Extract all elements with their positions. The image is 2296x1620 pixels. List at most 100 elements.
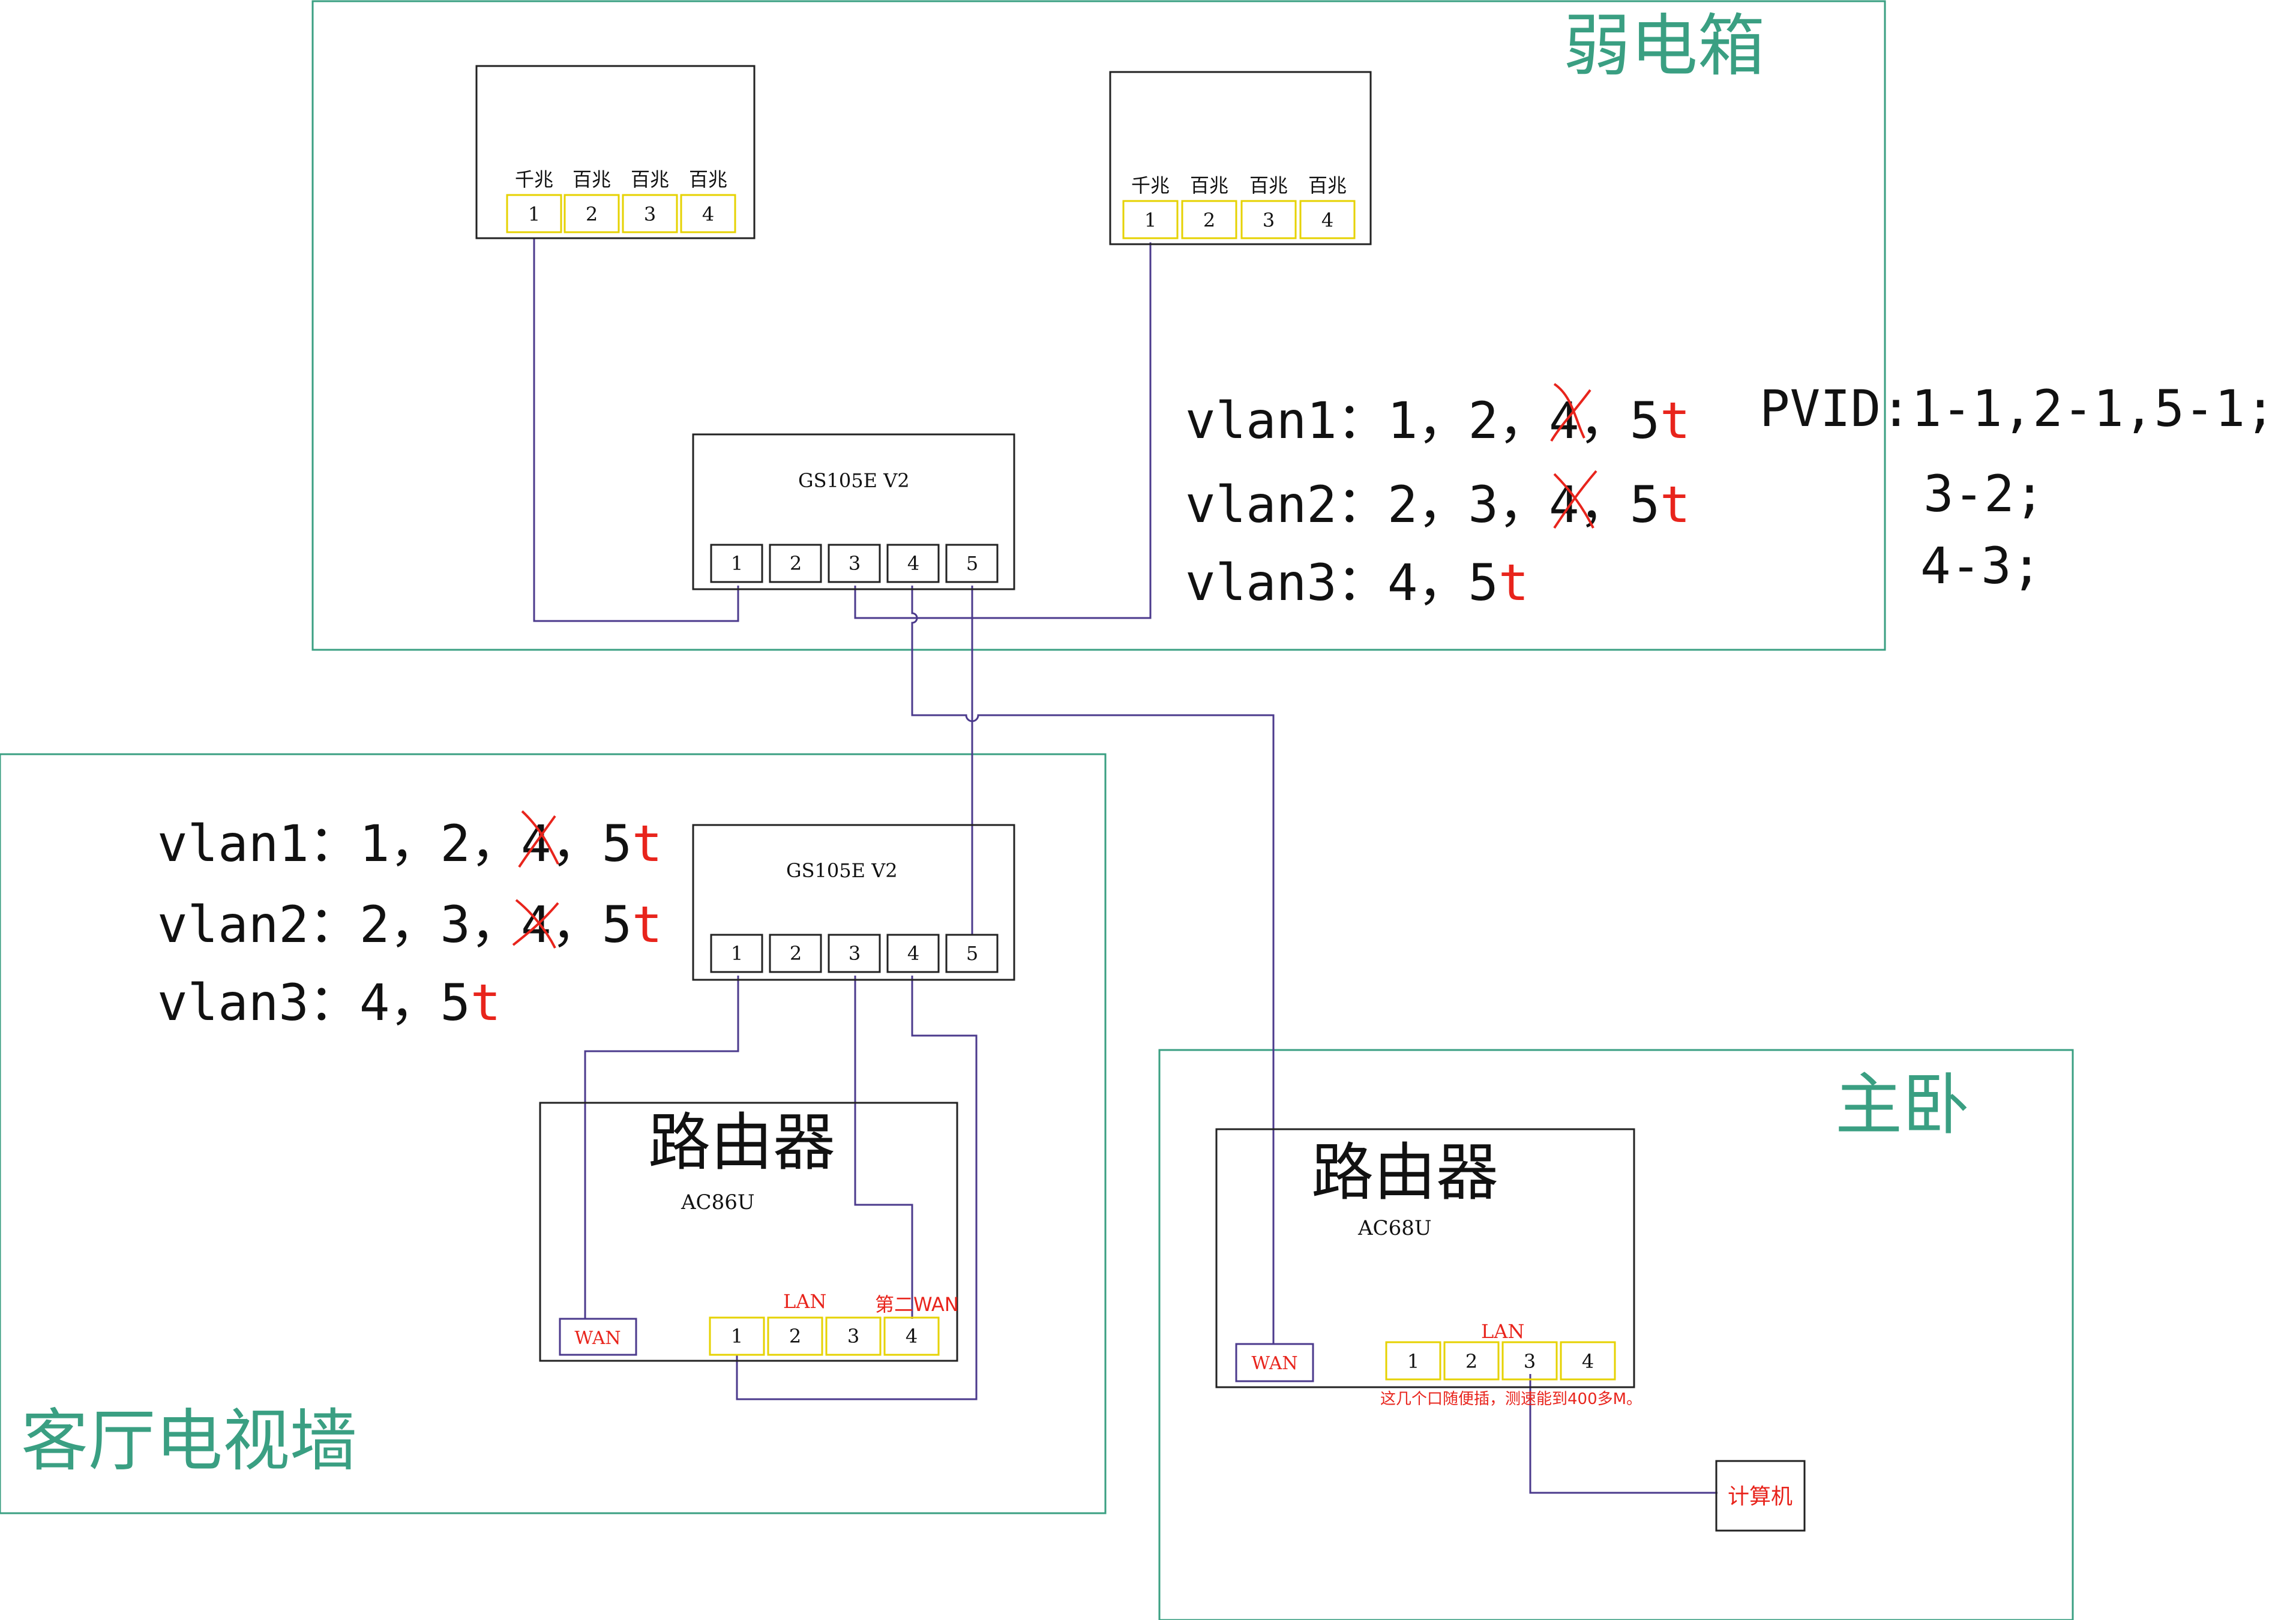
cable-bedroom-lan3-to-computer	[1529, 1374, 1717, 1494]
modem-right-box	[1109, 71, 1372, 245]
router-bedroom-wan-port	[1235, 1343, 1314, 1382]
vlan1-bottom: vlan1：1，2，4，5t	[157, 814, 663, 873]
switch-bottom-port2-num: 2	[790, 942, 802, 965]
vlan2-top: vlan2：2，3，4，5t	[1185, 475, 1690, 534]
switch-top-port2-num: 2	[790, 552, 802, 575]
switch-top-model: GS105E V2	[798, 469, 910, 492]
switch-top-port-3	[828, 544, 881, 583]
cables	[533, 239, 1717, 1494]
router-bedroom-note: 这几个口随便插，测速能到400多M。	[1380, 1390, 1642, 1408]
strike-mark-vlan1-bottom	[518, 810, 559, 868]
router-living-port-4	[883, 1316, 940, 1356]
pvid-config: PVID:1-1,2-1,5-1; 3-2; 4-3;	[1760, 379, 2276, 595]
zone-living-room	[0, 753, 1107, 1514]
switch-top-port-2	[769, 544, 822, 583]
router-bedroom-port-4	[1560, 1341, 1616, 1381]
modem-right-port4-num: 4	[1321, 209, 1333, 232]
switch-bottom-model: GS105E V2	[786, 859, 898, 882]
router-bedroom-port-3	[1501, 1341, 1558, 1381]
modem-left-port-4	[680, 194, 736, 233]
router-living-port2-num: 2	[789, 1325, 801, 1348]
switch-top-port3-num: 3	[849, 552, 861, 575]
modem-left-port2-speed: 百兆	[572, 168, 611, 191]
router-bedroom-title: 路由器	[1311, 1136, 1498, 1209]
router-bedroom-lan-label: LAN	[1481, 1320, 1524, 1343]
modem-right-port-4	[1299, 200, 1356, 239]
router-living-box	[539, 1102, 958, 1362]
vlan-bottom-strike-marks	[512, 810, 559, 949]
vlan-top-strike-marks	[1550, 383, 1597, 529]
cable-switch-bottom-4-to-router-lan1	[736, 976, 978, 1400]
modem-left-port2-num: 2	[586, 203, 598, 226]
router-bedroom-model: AC68U	[1357, 1216, 1432, 1240]
modem-right-port-2	[1181, 200, 1237, 239]
vlan-config-bottom: vlan1：1，2，4，5t vlan2：2，3，4，5t vlan3：4，5t	[157, 814, 663, 1032]
router-living: 路由器 AC86U WAN LAN 第二WAN 1 2 3 4	[539, 1102, 959, 1362]
router-living-port-2	[767, 1316, 823, 1356]
switch-top-port5-num: 5	[966, 552, 978, 575]
computer-label: 计算机	[1728, 1484, 1793, 1509]
computer-box	[1715, 1460, 1806, 1532]
switch-bottom-port-4	[886, 934, 940, 973]
zone-master-bedroom	[1158, 1049, 2074, 1620]
switch-bottom: GS105E V2 1 2 3 4 5	[692, 824, 1015, 981]
modem-right-port3-num: 3	[1263, 209, 1275, 232]
modem-left-port1-speed: 千兆	[515, 168, 553, 191]
switch-bottom-port-2	[769, 934, 822, 973]
modem-left-port-3	[622, 194, 678, 233]
vlan3-top: vlan3：4，5t	[1185, 553, 1529, 612]
modem-left: 千兆 百兆 百兆 百兆 1 2 3 4	[475, 65, 756, 239]
switch-bottom-port3-num: 3	[849, 942, 861, 965]
modem-left-port4-num: 4	[702, 203, 714, 226]
router-bedroom-port3-num: 3	[1524, 1350, 1536, 1373]
router-bedroom-port2-num: 2	[1465, 1350, 1477, 1373]
switch-top-port4-num: 4	[907, 552, 919, 575]
router-bedroom-port1-num: 1	[1407, 1350, 1419, 1373]
router-bedroom-box	[1215, 1128, 1635, 1388]
modem-right-port3-speed: 百兆	[1249, 174, 1288, 197]
switch-bottom-port-3	[828, 934, 881, 973]
pvid-line-2: 3-2;	[1923, 464, 2045, 523]
zone-title-master-bedroom: 主卧	[1835, 1066, 1970, 1144]
cable-switch-bottom-1-to-router-wan	[584, 976, 739, 1319]
zone-weak-box	[311, 0, 1886, 651]
switch-top: GS105E V2 1 2 3 4 5	[692, 433, 1015, 590]
switch-top-port-4	[886, 544, 940, 583]
computer: 计算机	[1715, 1460, 1806, 1532]
modem-right-port1-speed: 千兆	[1131, 174, 1170, 197]
modem-left-port-2	[563, 194, 620, 233]
switch-top-port-5	[945, 544, 999, 583]
strike-mark-vlan2-bottom	[512, 899, 559, 949]
modem-right-port2-speed: 百兆	[1190, 174, 1228, 197]
modem-left-box	[475, 65, 756, 239]
router-living-port-1	[709, 1316, 765, 1356]
modem-right-port2-num: 2	[1203, 209, 1215, 232]
switch-bottom-port5-num: 5	[966, 942, 978, 965]
switch-top-port1-num: 1	[731, 552, 743, 575]
modem-right-port-3	[1240, 200, 1297, 239]
router-bedroom: 路由器 AC68U WAN LAN 1 2 3 4 这几个口随便插，测速能到40…	[1215, 1128, 1642, 1408]
zone-title-weak-box: 弱电箱	[1563, 7, 1765, 85]
modem-left-port1-num: 1	[528, 203, 540, 226]
switch-top-port-1	[710, 544, 763, 583]
router-living-second-wan-label: 第二WAN	[875, 1293, 959, 1316]
modem-right-port1-num: 1	[1144, 209, 1156, 232]
pvid-line-1: PVID:1-1,2-1,5-1;	[1760, 379, 2276, 438]
cable-modem-right-to-switch-top-3	[854, 242, 1152, 619]
switch-bottom-port1-num: 1	[731, 942, 743, 965]
switch-bottom-box	[692, 824, 1015, 981]
router-bedroom-port-1	[1385, 1341, 1441, 1381]
vlan3-bottom: vlan3：4，5t	[157, 973, 501, 1032]
strike-mark-vlan2-top	[1553, 470, 1597, 529]
router-living-port-3	[825, 1316, 882, 1356]
router-bedroom-port-2	[1443, 1341, 1500, 1381]
router-bedroom-wan-label: WAN	[1251, 1353, 1297, 1374]
router-living-title: 路由器	[648, 1106, 835, 1179]
switch-top-box	[692, 433, 1015, 590]
router-living-wan-port	[559, 1318, 637, 1356]
switch-bottom-port-5	[945, 934, 999, 973]
router-living-port3-num: 3	[847, 1325, 859, 1348]
cable-switch-bottom-3-to-router-second-wan	[854, 976, 913, 1319]
